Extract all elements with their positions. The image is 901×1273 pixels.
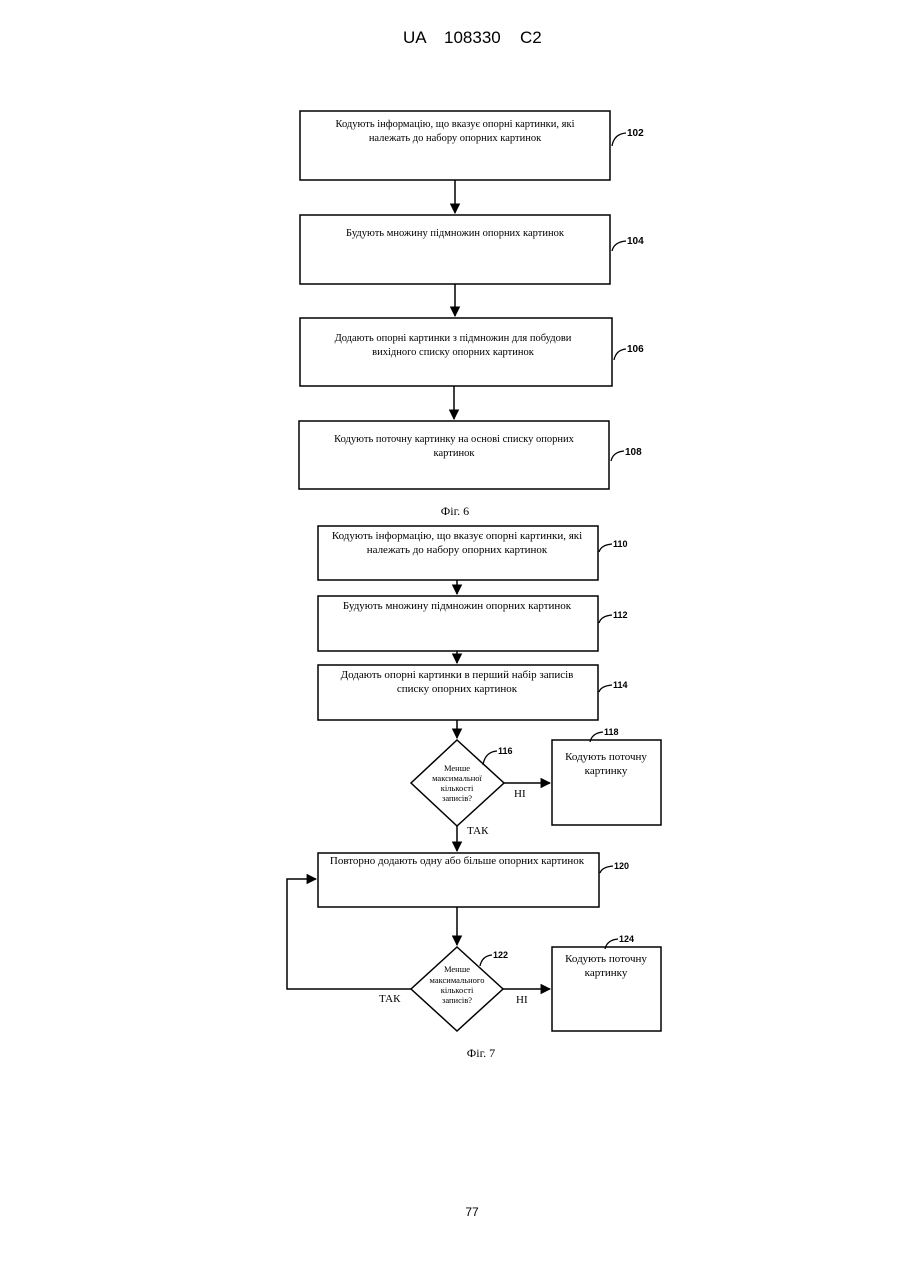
fig7-ref-116-leader [483,751,497,765]
fig7-ref-114: 114 [613,680,628,690]
fig7-step-124: Кодують поточну картинку 124 [552,934,661,1031]
fig7-step-118-line1: Кодують поточну [565,751,647,763]
fig7-decision-116: Менше максимальної кількості записів? 11… [411,740,513,826]
fig6-step-106-line2: вихідного списку опорних картинок [372,347,535,358]
fig7-ref-116: 116 [498,746,513,756]
fig7-step-114-line1: Додають опорні картинки в перший набір з… [341,669,574,681]
page-number: 77 [465,1205,479,1219]
fig6-ref-104-leader [612,241,626,251]
fig7-decision-122-line4: записів? [442,995,472,1005]
fig7-decision-122-no-label: НІ [516,994,528,1006]
fig6-ref-108: 108 [625,447,642,458]
fig6-step-104: Будують множину підмножин опорних картин… [300,215,644,284]
fig7-decision-122-yes-label: ТАК [379,993,401,1005]
fig7-ref-110: 110 [613,539,628,549]
fig7-decision-116-line2: максимальної [432,773,482,783]
fig6-ref-106: 106 [627,344,644,355]
header-number: 108330 [444,28,501,47]
fig6-step-108: Кодують поточну картинку на основі списк… [299,421,642,489]
fig7-ref-120-leader [600,866,613,873]
fig7-ref-120: 120 [614,861,629,871]
fig6-ref-104: 104 [627,236,644,247]
fig6-step-108-line2: картинок [434,448,476,459]
fig7-step-110-line2: належать до набору опорних картинок [367,544,548,556]
fig6-step-108-line1: Кодують поточну картинку на основі списк… [334,434,574,445]
fig7-step-120: Повторно додають одну або більше опорних… [318,853,629,907]
fig7-decision-122: Менше максимального кількості записів? 1… [411,947,508,1031]
fig6-step-104-box [300,215,610,284]
fig6-ref-102: 102 [627,128,644,139]
fig7-decision-122-line3: кількості [441,985,474,995]
fig7-ref-114-leader [599,685,612,692]
figure-7: Кодують інформацію, що вказує опорні кар… [287,526,661,1060]
fig6-step-106: Додають опорні картинки з підмножин для … [300,318,644,386]
fig6-ref-102-leader [612,133,626,146]
fig7-ref-122-leader [480,955,492,966]
figure-6: Кодують інформацію, що вказує опорні кар… [299,111,644,518]
fig7-step-110-line1: Кодують інформацію, що вказує опорні кар… [332,530,582,542]
header-kind: C2 [520,28,542,47]
fig7-step-110: Кодують інформацію, що вказує опорні кар… [318,526,628,580]
fig7-ref-118: 118 [604,727,619,737]
fig7-ref-110-leader [599,544,612,552]
fig7-step-118: Кодують поточну картинку 118 [552,727,661,825]
fig7-decision-122-line2: максимального [430,975,485,985]
fig6-ref-106-leader [614,349,626,360]
fig7-ref-112: 112 [613,610,628,620]
fig6-step-104-line1: Будують множину підмножин опорних картин… [346,228,565,239]
fig7-ref-122: 122 [493,950,508,960]
fig6-caption: Фіг. 6 [441,504,469,518]
fig6-ref-108-leader [611,451,624,461]
fig7-decision-116-line1: Менше [444,763,470,773]
fig6-step-102-line1: Кодують інформацію, що вказує опорні кар… [336,119,575,130]
fig7-ref-112-leader [599,615,612,623]
fig7-decision-122-line1: Менше [444,964,470,974]
fig7-decision-116-line3: кількості [441,783,474,793]
fig7-step-114: Додають опорні картинки в перший набір з… [318,665,628,720]
fig7-step-112-line1: Будують множину підмножин опорних картин… [343,600,572,612]
fig7-step-124-line2: картинку [585,967,628,979]
patent-header: UA 108330 C2 [403,28,542,47]
fig7-ref-124: 124 [619,934,634,944]
fig7-decision-116-no-label: НІ [514,788,526,800]
fig7-step-120-line1: Повторно додають одну або більше опорних… [330,855,585,867]
fig6-step-106-line1: Додають опорні картинки з підмножин для … [335,333,572,344]
fig6-step-102-line2: належать до набору опорних картинок [369,133,542,144]
header-country: UA [403,28,427,47]
fig7-decision-116-yes-label: ТАК [467,825,489,837]
fig7-step-112: Будують множину підмножин опорних картин… [318,596,628,651]
fig7-step-124-line1: Кодують поточну [565,953,647,965]
fig7-step-118-line2: картинку [585,765,628,777]
fig7-step-114-line2: списку опорних картинок [397,683,518,695]
fig7-caption: Фіг. 7 [467,1046,495,1060]
fig6-step-102: Кодують інформацію, що вказує опорні кар… [300,111,644,180]
fig7-decision-116-line4: записів? [442,793,472,803]
